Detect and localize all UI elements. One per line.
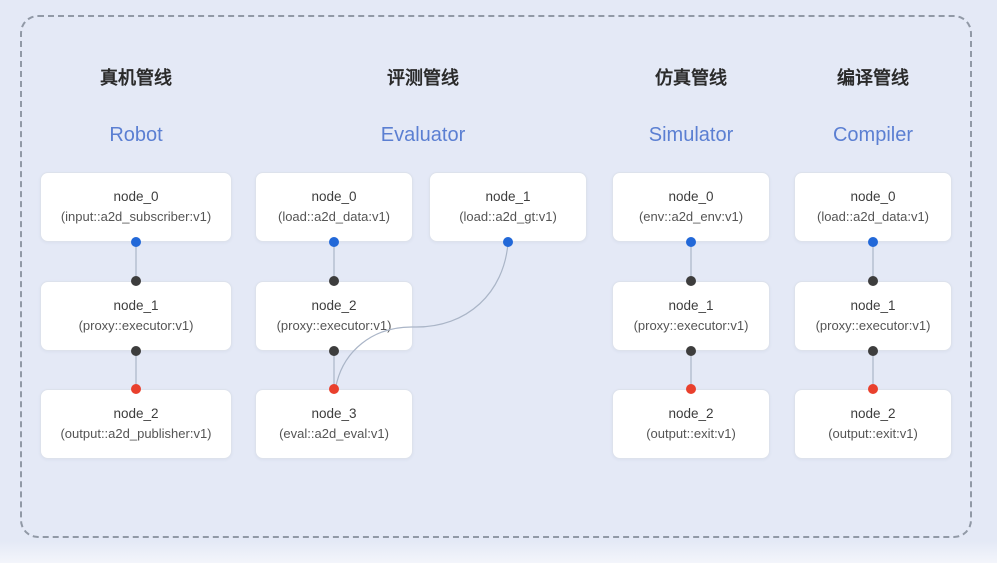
node-label: node_0 [668,189,714,205]
node-type-label: (load::a2d_data:v1) [277,209,391,225]
node-label: node_1 [850,298,896,314]
node-label: node_2 [113,406,159,422]
pipeline-title-en-evaluator: Evaluator [380,124,466,146]
node-robot-node_0: node_0(input::a2d_subscriber:v1) [40,172,232,242]
node-type-label: (proxy::executor:v1) [633,318,749,334]
node-type-label: (output::exit:v1) [828,426,918,442]
node-label: node_3 [311,406,357,422]
pipeline-title-cn-simulator: 仿真管线 [655,68,727,88]
node-label: node_1 [485,189,531,205]
pipeline-title-en-robot: Robot [109,124,163,146]
node-evaluator-node_0: node_0(load::a2d_data:v1) [255,172,413,242]
node-label: node_0 [311,189,357,205]
dashed-frame [20,15,972,538]
node-label: node_1 [113,298,159,314]
node-label: node_2 [668,406,714,422]
node-compiler-node_0: node_0(load::a2d_data:v1) [794,172,952,242]
node-robot-node_1: node_1(proxy::executor:v1) [40,281,232,351]
pipeline-title-cn-robot: 真机管线 [100,68,172,88]
node-label: node_0 [113,189,159,205]
node-compiler-node_2: node_2(output::exit:v1) [794,389,952,459]
node-type-label: (load::a2d_data:v1) [816,209,930,225]
node-type-label: (output::a2d_publisher:v1) [60,426,212,442]
node-evaluator-node_3: node_3(eval::a2d_eval:v1) [255,389,413,459]
background-bottom-fade [0,541,997,563]
node-label: node_2 [850,406,896,422]
node-type-label: (input::a2d_subscriber:v1) [60,209,212,225]
node-simulator-node_1: node_1(proxy::executor:v1) [612,281,770,351]
node-type-label: (load::a2d_gt:v1) [459,209,557,225]
pipeline-title-en-compiler: Compiler [832,124,914,146]
node-evaluator-node_1: node_1(load::a2d_gt:v1) [429,172,587,242]
node-type-label: (proxy::executor:v1) [276,318,392,334]
node-evaluator-node_2: node_2(proxy::executor:v1) [255,281,413,351]
pipeline-title-cn-compiler: 编译管线 [837,68,909,88]
node-label: node_1 [668,298,714,314]
node-type-label: (output::exit:v1) [646,426,736,442]
pipeline-title-en-simulator: Simulator [648,124,734,146]
node-label: node_2 [311,298,357,314]
node-compiler-node_1: node_1(proxy::executor:v1) [794,281,952,351]
node-simulator-node_0: node_0(env::a2d_env:v1) [612,172,770,242]
node-type-label: (env::a2d_env:v1) [638,209,744,225]
pipeline-title-cn-evaluator: 评测管线 [387,68,459,88]
node-robot-node_2: node_2(output::a2d_publisher:v1) [40,389,232,459]
node-label: node_0 [850,189,896,205]
node-type-label: (proxy::executor:v1) [815,318,931,334]
node-type-label: (eval::a2d_eval:v1) [279,426,389,442]
node-type-label: (proxy::executor:v1) [78,318,194,334]
node-simulator-node_2: node_2(output::exit:v1) [612,389,770,459]
